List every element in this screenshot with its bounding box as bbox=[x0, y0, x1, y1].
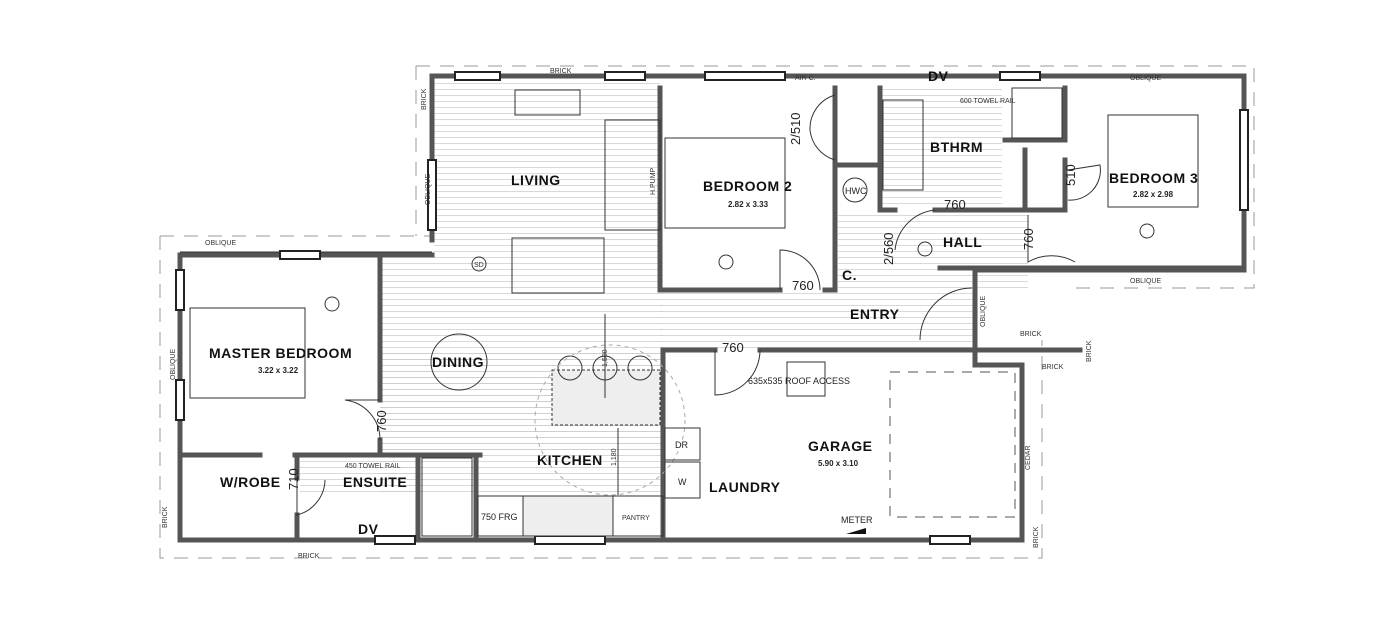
door-size-bed2: 760 bbox=[792, 278, 814, 293]
room-wrobe: W/ROBE bbox=[220, 474, 281, 490]
room-master-bedroom: MASTER BEDROOM bbox=[209, 345, 352, 361]
room-laundry: LAUNDRY bbox=[709, 479, 781, 495]
furniture bbox=[189, 87, 1199, 537]
cladding-brick-left-bottom: BRICK bbox=[162, 506, 169, 528]
bedroom3-size: 2.82 x 2.98 bbox=[1133, 190, 1174, 199]
garage-size: 5.90 x 3.10 bbox=[818, 459, 859, 468]
room-ensuite: ENSUITE bbox=[343, 474, 407, 490]
door-size-garage: 760 bbox=[722, 340, 744, 355]
bedroom2-size: 2.82 x 3.33 bbox=[728, 200, 769, 209]
door-sizes: 2/510 760 760 2/560 760 510 760 710 760 … bbox=[286, 112, 1078, 495]
pantry-label: PANTRY bbox=[622, 515, 650, 522]
door-size-master: 760 bbox=[374, 410, 389, 432]
dv-bath: DV bbox=[928, 68, 949, 84]
site-boundary bbox=[159, 65, 1255, 559]
air-con-label: AIR C. bbox=[795, 75, 816, 82]
cladding-brick-top: BRICK bbox=[550, 68, 572, 75]
svg-text:SD: SD bbox=[474, 262, 484, 269]
cladding-cedar: CEDAR bbox=[1025, 445, 1032, 470]
cladding-oblique-entry: OBLIQUE bbox=[980, 296, 987, 327]
fridge-label: 750 FRG bbox=[481, 512, 518, 522]
door-size-bed2-wardrobe: 2/510 bbox=[788, 112, 803, 145]
room-dining: DINING bbox=[432, 354, 484, 370]
cladding-brick-left-top: BRICK bbox=[421, 88, 428, 110]
door-size-hall-cupboard: 2/560 bbox=[881, 232, 896, 265]
cladding-oblique-top: OBLIQUE bbox=[1130, 75, 1161, 82]
smoke-detector-icon: SD bbox=[324, 223, 1155, 312]
hwc-label: HWC bbox=[845, 186, 867, 196]
towel-rail-450: 450 TOWEL RAIL bbox=[345, 463, 401, 470]
cladding-oblique-master-top: OBLIQUE bbox=[205, 240, 236, 247]
kitchen-dim-1180: 1,180 bbox=[611, 448, 618, 466]
door-size-bed3: 760 bbox=[1021, 228, 1036, 250]
door-size-bath: 760 bbox=[944, 197, 966, 212]
meter-icon bbox=[846, 528, 866, 534]
washer-label: W bbox=[678, 477, 687, 487]
cladding-oblique-master-left: OBLIQUE bbox=[170, 349, 177, 380]
cladding-oblique-living: OBLIQUE bbox=[425, 174, 432, 205]
cladding-brick-garage: BRICK bbox=[1042, 364, 1064, 371]
cladding-oblique-bed3: OBLIQUE bbox=[1130, 278, 1161, 285]
windows bbox=[175, 71, 1249, 545]
timber-floor bbox=[300, 78, 1028, 495]
master-size: 3.22 x 3.22 bbox=[258, 366, 299, 375]
towel-rail-600: 600 TOWEL RAIL bbox=[960, 98, 1016, 105]
room-living: LIVING bbox=[511, 172, 561, 188]
dv-ensuite: DV bbox=[358, 521, 379, 537]
fixture-labels: HWC H.PUMP 600 TOWEL RAIL 450 TOWEL RAIL… bbox=[324, 68, 1155, 537]
cladding-brick-side: BRICK bbox=[1086, 340, 1093, 362]
room-labels: LIVING BEDROOM 2 2.82 x 3.33 BEDROOM 3 2… bbox=[209, 139, 1198, 495]
room-cupboard: C. bbox=[842, 267, 857, 283]
room-kitchen: KITCHEN bbox=[537, 452, 603, 468]
room-hall: HALL bbox=[943, 234, 982, 250]
cladding-brick-entry: BRICK bbox=[1020, 331, 1042, 338]
cladding-brick-bottom: BRICK bbox=[298, 553, 320, 560]
door-size-bed3-wardrobe: 510 bbox=[1063, 164, 1078, 186]
dryer-label: DR bbox=[675, 440, 688, 450]
room-bathroom: BTHRM bbox=[930, 139, 983, 155]
heat-pump-label: H.PUMP bbox=[650, 167, 657, 195]
room-entry: ENTRY bbox=[850, 306, 900, 322]
room-bedroom2: BEDROOM 2 bbox=[703, 178, 792, 194]
room-bedroom3: BEDROOM 3 bbox=[1109, 170, 1198, 186]
room-garage: GARAGE bbox=[808, 438, 872, 454]
roof-access-label: 635x535 ROOF ACCESS bbox=[748, 376, 850, 386]
meter-label: METER bbox=[841, 515, 873, 525]
door-swings bbox=[296, 94, 1101, 516]
cladding-brick-garage-bottom: BRICK bbox=[1033, 526, 1040, 548]
cladding-labels: BRICK BRICK OBLIQUE OBLIQUE OBLIQUE OBLI… bbox=[162, 68, 1161, 560]
door-size-ensuite: 710 bbox=[286, 468, 301, 490]
